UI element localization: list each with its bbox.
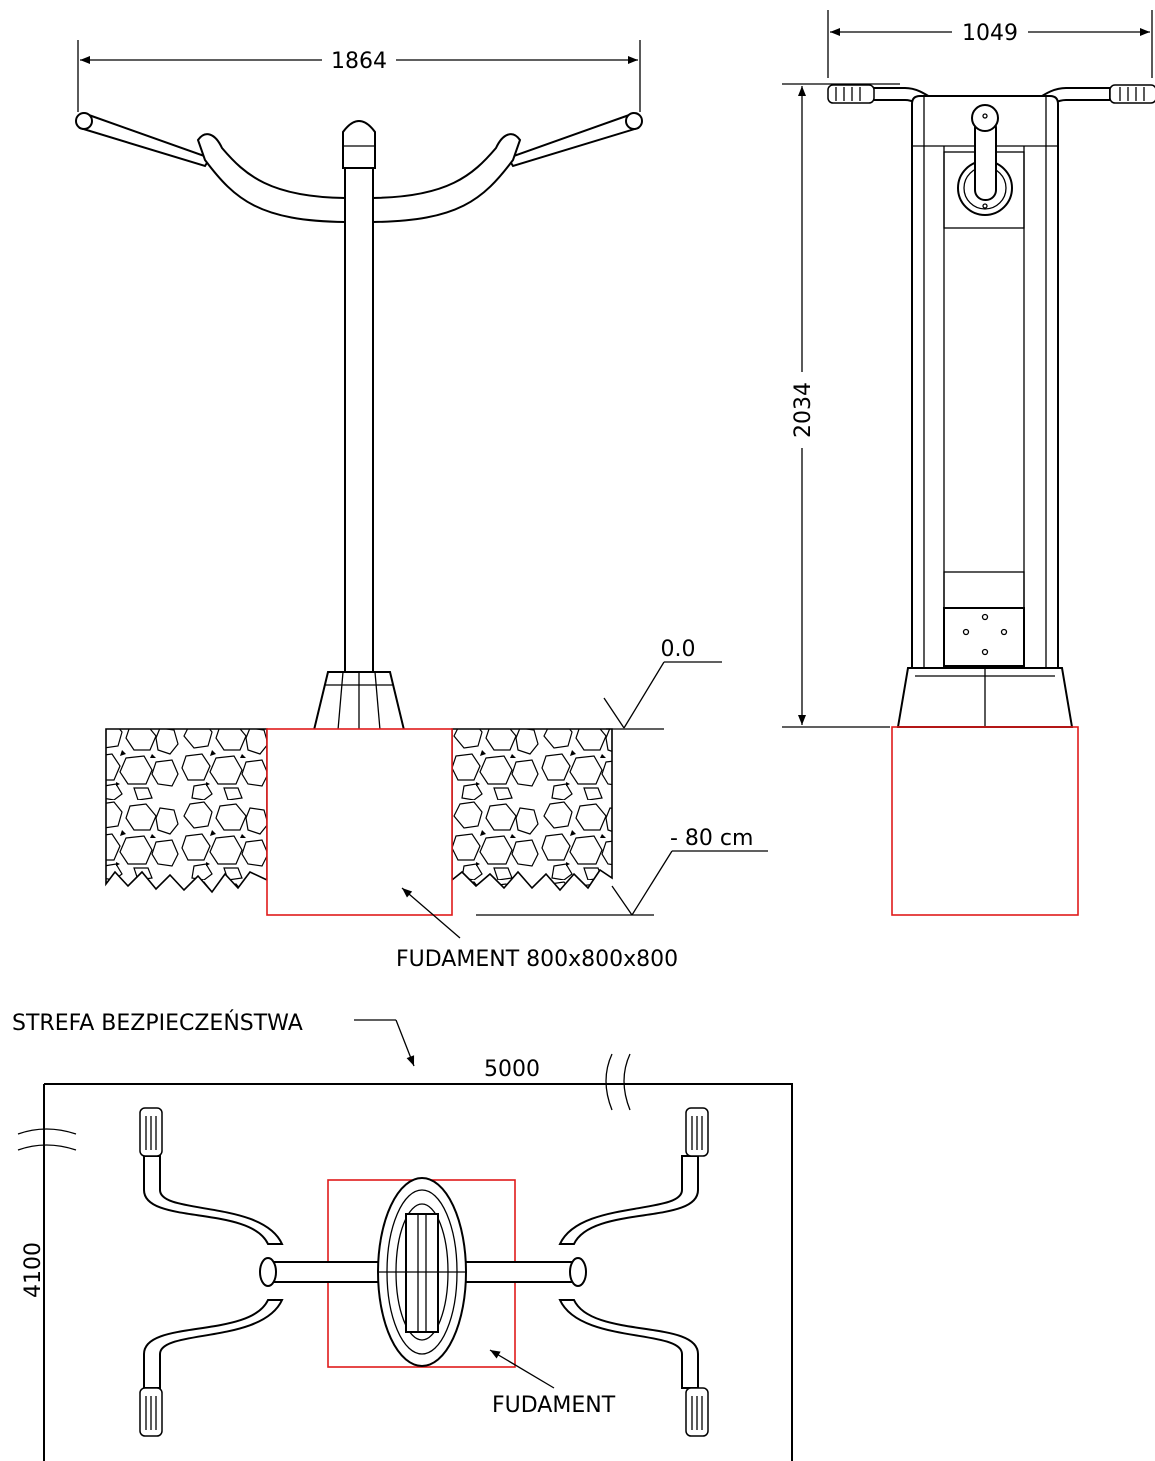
side-foundation [266, 728, 453, 916]
safety-zone-label: STREFA BEZPIECZEŃSTWA [12, 1010, 303, 1036]
side-handlebar [75, 112, 643, 224]
side-width-dimension: 1864 [331, 49, 387, 74]
level-depth-label: - 80 cm [670, 826, 753, 851]
break-line [17, 1128, 77, 1135]
break-line [623, 1053, 631, 1111]
safety-zone-leader [395, 1019, 415, 1067]
plan-view: STREFA BEZPIECZEŃSTWA 5000 4100 [12, 1010, 793, 1461]
side-foundation-label: FUDAMENT 800x800x800 [396, 947, 678, 972]
front-height-dimension: 2034 [791, 382, 816, 438]
plan-length-dimension: 5000 [484, 1057, 540, 1082]
ground-section [105, 728, 613, 894]
front-column [911, 95, 1059, 669]
level-marker-depth: - 80 cm [476, 826, 768, 916]
side-column [344, 164, 374, 674]
plan-foundation-label: FUDAMENT [492, 1393, 616, 1418]
plan-width-dimension: 4100 [21, 1242, 46, 1298]
side-base [312, 671, 406, 731]
plan-grips [139, 1107, 709, 1437]
front-foundation [891, 726, 1079, 916]
foundation-leader [401, 887, 461, 939]
front-base [896, 667, 1074, 728]
level-marker-zero: 0.0 [603, 637, 722, 730]
front-base-plate [943, 607, 1025, 667]
front-width-dimension: 1049 [962, 21, 1018, 46]
safety-zone-boundary [43, 1083, 793, 1461]
front-view: 1049 2034 [782, 10, 1155, 916]
break-line [605, 1053, 613, 1111]
front-pivot [957, 104, 1013, 216]
plan-foundation-leader [489, 1349, 555, 1389]
level-zero-label: 0.0 [661, 637, 696, 662]
side-view: 1864 [75, 40, 768, 972]
side-column-cap [342, 120, 376, 169]
break-line [17, 1144, 77, 1151]
plan-central-base [377, 1177, 467, 1367]
